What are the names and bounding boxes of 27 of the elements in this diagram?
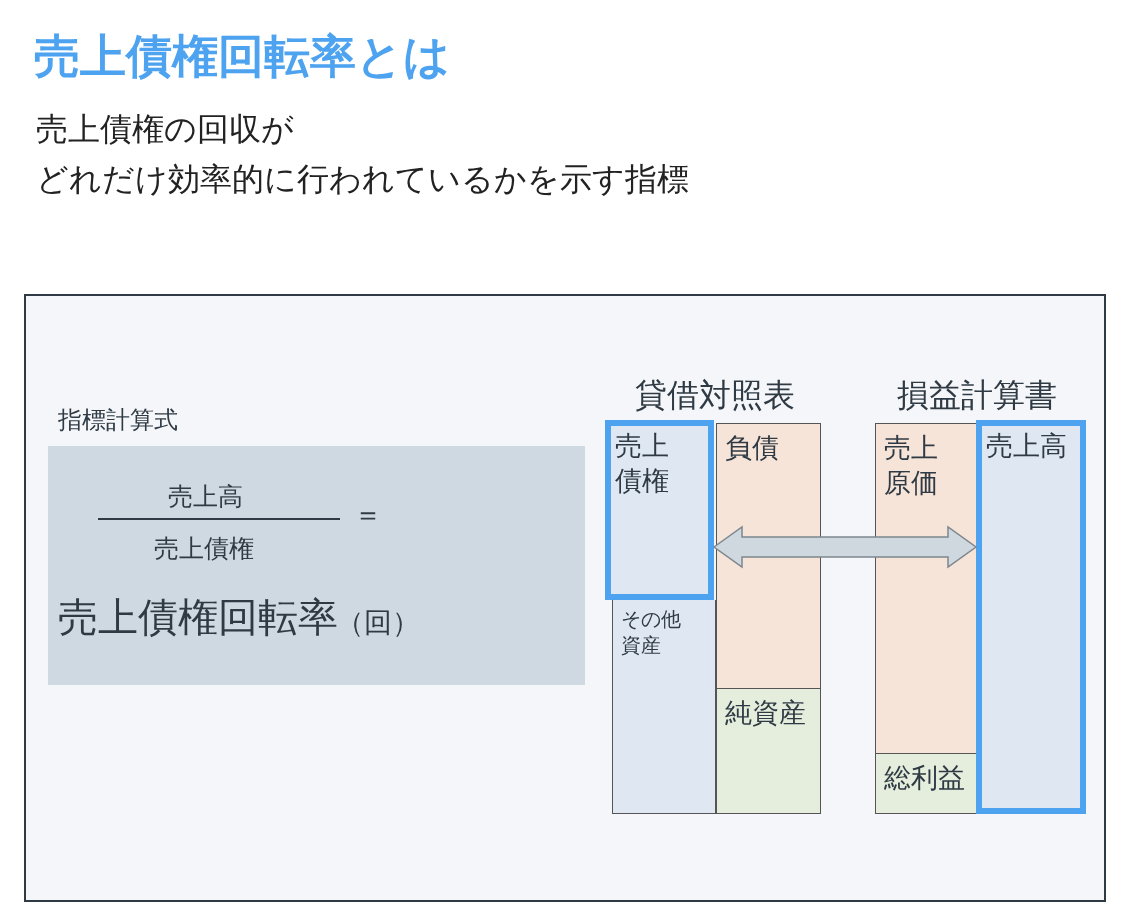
block-label: 負債 xyxy=(725,431,779,465)
denominator: 売上債権 xyxy=(154,533,254,565)
section-heading: 貸借対照表 xyxy=(635,375,795,416)
asset-block xyxy=(612,600,716,814)
block-label: その他資産 xyxy=(621,606,682,658)
subtitle: 売上債権の回収が xyxy=(36,109,294,150)
unit: （回） xyxy=(336,606,420,641)
block-label: 売上原価 xyxy=(884,431,939,501)
subtitle: どれだけ効率的に行われているかを示す指標 xyxy=(36,159,689,200)
diagram-panel xyxy=(24,294,1106,902)
equity-block xyxy=(716,689,821,814)
section-heading: 損益計算書 xyxy=(897,375,1057,416)
highlighted-block xyxy=(976,420,1086,814)
numerator: 売上高 xyxy=(168,481,243,513)
double-arrow xyxy=(712,525,978,569)
cost-block xyxy=(875,423,977,754)
formula-heading: 指標計算式 xyxy=(58,405,178,436)
title: 売上債権回転率とは xyxy=(34,28,450,85)
block-label: 売上高 xyxy=(986,429,1067,463)
block-label: 総利益 xyxy=(884,761,965,795)
equals-sign: ＝ xyxy=(354,497,382,533)
block-label: 純資産 xyxy=(725,696,806,730)
profit-block xyxy=(875,754,977,814)
block-label: 売上債権 xyxy=(615,429,670,499)
ratio-name: 売上債権回転率 xyxy=(58,593,338,642)
liability-block xyxy=(716,423,821,689)
highlighted-block xyxy=(605,420,714,600)
